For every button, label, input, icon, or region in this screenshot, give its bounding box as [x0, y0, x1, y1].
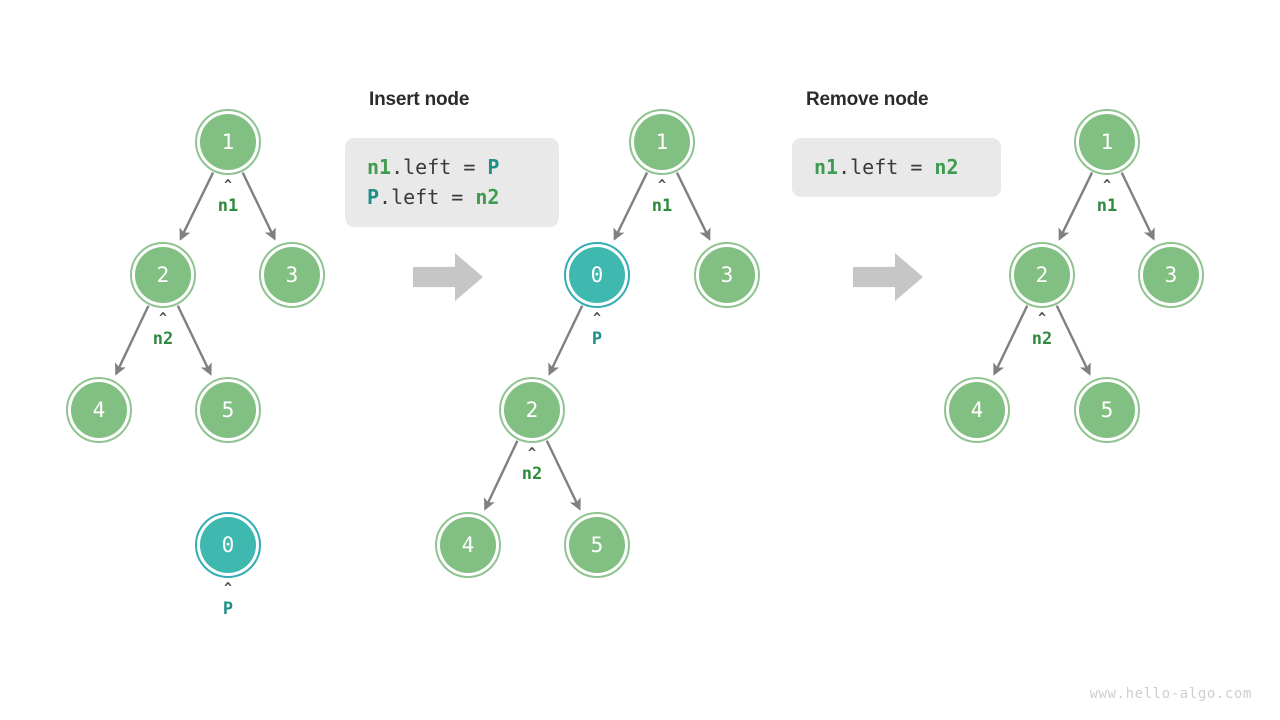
- pointer-name: n1: [217, 196, 239, 216]
- pointer-name: n2: [152, 329, 174, 349]
- tree-node-4[interactable]: 4: [66, 377, 132, 443]
- code-token: n2: [934, 155, 959, 179]
- node-value: 1: [221, 129, 235, 154]
- pointer-label-P: ^P: [193, 581, 263, 619]
- node-ring: [1074, 109, 1140, 175]
- tree-node-4[interactable]: 4: [435, 512, 501, 578]
- tree-node-0[interactable]: 0: [564, 242, 630, 308]
- pointer-label-P: ^P: [562, 311, 632, 349]
- caret-icon: ^: [593, 311, 601, 326]
- node-value: 1: [655, 129, 669, 154]
- pointer-label-n1: ^ n1: [627, 178, 697, 216]
- caret-icon: ^: [224, 178, 232, 193]
- node-ring: [564, 242, 630, 308]
- watermark: www.hello-algo.com: [1089, 686, 1252, 702]
- caret-icon: ^: [1103, 178, 1111, 193]
- node-value: 5: [221, 397, 235, 422]
- node-value: 3: [285, 262, 299, 287]
- tree-node-4[interactable]: 4: [944, 377, 1010, 443]
- node-value: 2: [156, 262, 170, 287]
- code-token: n1: [814, 155, 839, 179]
- step-arrow-2: [853, 253, 923, 301]
- step-arrow-1: [413, 253, 483, 301]
- pointer-name: P: [591, 329, 603, 349]
- pointer-name: n2: [1031, 329, 1053, 349]
- tree-node-3[interactable]: 3: [1138, 242, 1204, 308]
- node-value: 2: [1035, 262, 1049, 287]
- code-box-remove: n1.left = n2: [792, 138, 1001, 197]
- code-token: .left =: [379, 185, 476, 209]
- tree-node-1[interactable]: 1: [629, 109, 695, 175]
- pointer-name: n1: [651, 196, 673, 216]
- pointer-name: n2: [521, 464, 543, 484]
- node-ring: [66, 377, 132, 443]
- tree-node-3[interactable]: 3: [694, 242, 760, 308]
- code-token: n2: [475, 185, 500, 209]
- panel-caption-insert: Insert node: [369, 89, 470, 110]
- node-value: 3: [720, 262, 734, 287]
- node-ring: [1009, 242, 1075, 308]
- pointer-label-n2: ^ n2: [128, 311, 198, 349]
- tree-node-1[interactable]: 1: [1074, 109, 1140, 175]
- code-token: P: [487, 155, 500, 179]
- node-ring: [1138, 242, 1204, 308]
- caret-icon: ^: [658, 178, 666, 193]
- pointer-label-n1: ^ n1: [193, 178, 263, 216]
- node-value: 4: [92, 397, 106, 422]
- code-token: .left =: [838, 155, 935, 179]
- tree-node-5[interactable]: 5: [1074, 377, 1140, 443]
- node-value: 5: [590, 532, 604, 557]
- node-ring: [195, 512, 261, 578]
- node-ring: [195, 377, 261, 443]
- node-ring: [564, 512, 630, 578]
- node-ring: [499, 377, 565, 443]
- tree-node-5[interactable]: 5: [564, 512, 630, 578]
- node-ring: [629, 109, 695, 175]
- node-value: 4: [461, 532, 475, 557]
- tree-node-2[interactable]: 2: [499, 377, 565, 443]
- node-value: 2: [525, 397, 539, 422]
- tree-node-2[interactable]: 2: [130, 242, 196, 308]
- node-ring: [130, 242, 196, 308]
- node-value: 3: [1164, 262, 1178, 287]
- panel-caption-remove: Remove node: [806, 89, 929, 110]
- node-value: 1: [1100, 129, 1114, 154]
- code-line: n1.left = P: [367, 152, 537, 182]
- node-ring: [1074, 377, 1140, 443]
- node-value: 0: [590, 262, 604, 287]
- pointer-name: P: [222, 599, 234, 619]
- code-token: n1: [367, 155, 392, 179]
- caret-icon: ^: [159, 311, 167, 326]
- node-ring: [259, 242, 325, 308]
- node-value: 0: [221, 532, 235, 557]
- node-value: 4: [970, 397, 984, 422]
- code-token: P: [367, 185, 380, 209]
- tree-node-5[interactable]: 5: [195, 377, 261, 443]
- tree-node-3[interactable]: 3: [259, 242, 325, 308]
- pointer-name: n1: [1096, 196, 1118, 216]
- node-ring: [435, 512, 501, 578]
- tree-node-0[interactable]: 0: [195, 512, 261, 578]
- tree-node-2[interactable]: 2: [1009, 242, 1075, 308]
- pointer-label-n2: ^ n2: [497, 446, 567, 484]
- caret-icon: ^: [528, 446, 536, 461]
- node-value: 5: [1100, 397, 1114, 422]
- caret-icon: ^: [224, 581, 232, 596]
- code-token: .left =: [391, 155, 488, 179]
- caret-icon: ^: [1038, 311, 1046, 326]
- tree-node-1[interactable]: 1: [195, 109, 261, 175]
- pointer-label-n1: ^ n1: [1072, 178, 1142, 216]
- node-ring: [694, 242, 760, 308]
- node-ring: [944, 377, 1010, 443]
- node-ring: [195, 109, 261, 175]
- code-line: P.left = n2: [367, 182, 537, 212]
- pointer-label-n2: ^ n2: [1007, 311, 1077, 349]
- code-line: n1.left = n2: [814, 152, 979, 182]
